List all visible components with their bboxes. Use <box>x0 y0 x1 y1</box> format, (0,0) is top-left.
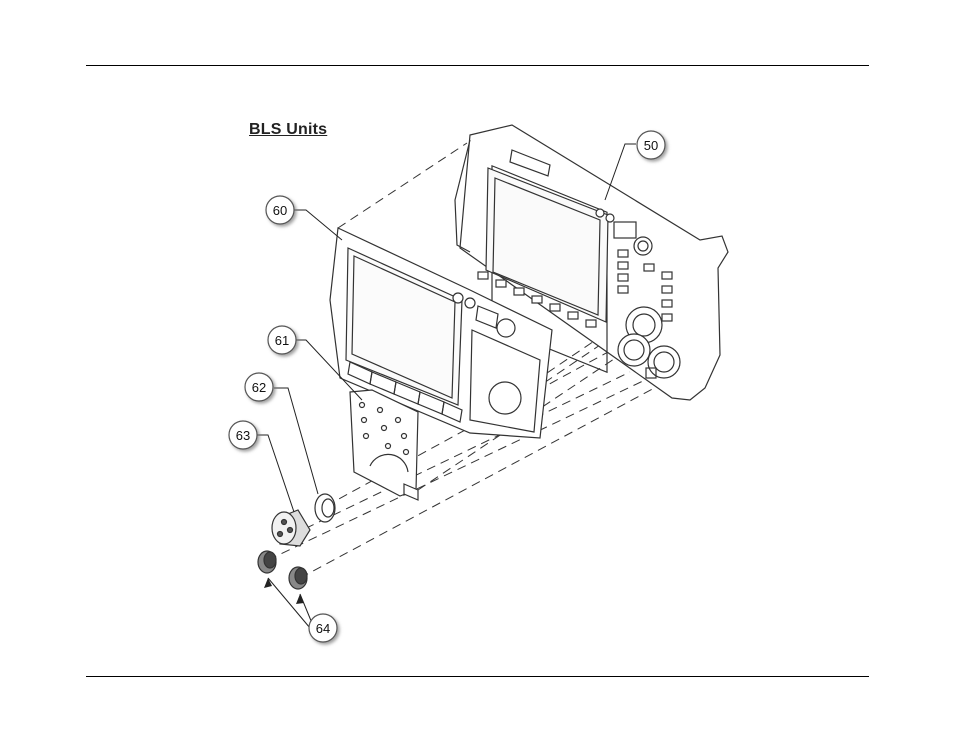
large-knob-part-63 <box>272 510 310 546</box>
small-knobs-part-64 <box>258 551 307 589</box>
ring-part-62 <box>315 494 335 522</box>
callout-62: 62 <box>245 373 273 401</box>
svg-text:50: 50 <box>644 138 658 153</box>
svg-text:61: 61 <box>275 333 289 348</box>
bottom-rule <box>86 676 869 677</box>
callout-60: 60 <box>266 196 294 224</box>
callout-64: 64 <box>309 614 337 642</box>
svg-text:64: 64 <box>316 621 330 636</box>
callout-61: 61 <box>268 326 296 354</box>
bracket-plate-part-61 <box>350 390 418 500</box>
svg-text:62: 62 <box>252 380 266 395</box>
svg-text:63: 63 <box>236 428 250 443</box>
callout-50: 50 <box>637 131 665 159</box>
svg-text:60: 60 <box>273 203 287 218</box>
callout-63: 63 <box>229 421 257 449</box>
